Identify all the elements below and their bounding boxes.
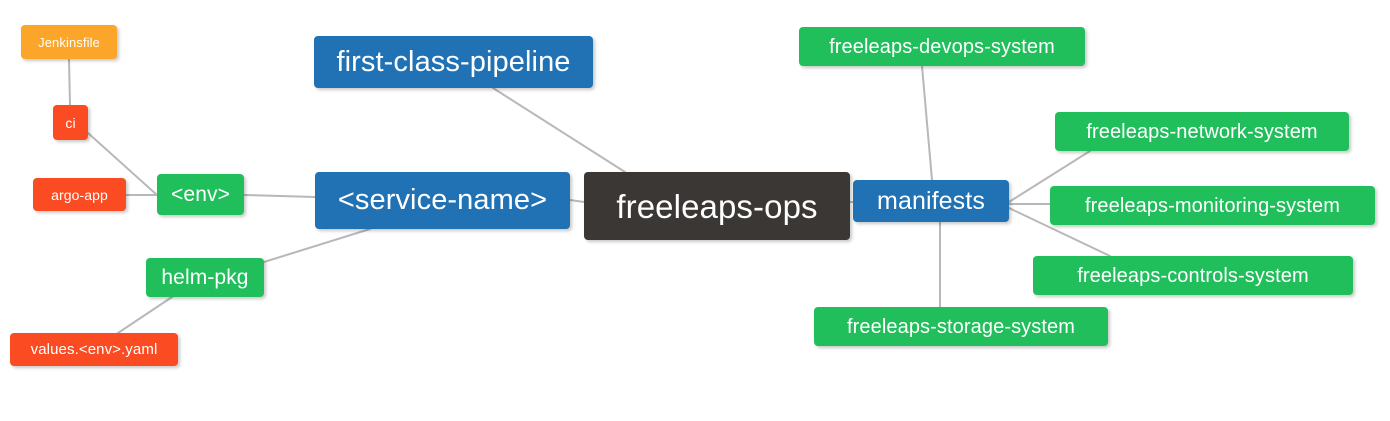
node-label-freeleaps-controls-system: freeleaps-controls-system: [1077, 264, 1309, 287]
node-label-argo-app: argo-app: [51, 186, 108, 203]
mindmap-node-freeleaps-ops[interactable]: freeleaps-ops: [584, 172, 850, 240]
mindmap-node-env[interactable]: <env>: [157, 174, 244, 215]
edge-env-to-service-name: [243, 194, 316, 198]
edge-jenkinsfile-to-ci: [68, 58, 71, 106]
mindmap-node-values-env-yaml[interactable]: values.<env>.yaml: [10, 333, 178, 366]
node-label-ci: ci: [65, 114, 76, 131]
node-label-freeleaps-storage-system: freeleaps-storage-system: [846, 315, 1076, 338]
node-label-service-name: <service-name>: [337, 184, 548, 216]
node-label-manifests: manifests: [877, 186, 985, 215]
mindmap-node-freeleaps-devops-system[interactable]: freeleaps-devops-system: [799, 27, 1085, 66]
mindmap-node-jenkinsfile[interactable]: Jenkinsfile: [21, 25, 117, 59]
edge-helm-pkg-to-values-env-yaml: [117, 296, 173, 334]
node-label-values-env-yaml: values.<env>.yaml: [30, 341, 158, 358]
mindmap-node-ci[interactable]: ci: [53, 105, 88, 140]
node-label-freeleaps-devops-system: freeleaps-devops-system: [829, 35, 1055, 58]
mindmap-node-service-name[interactable]: <service-name>: [315, 172, 570, 229]
mindmap-node-freeleaps-monitoring-system[interactable]: freeleaps-monitoring-system: [1050, 186, 1375, 225]
edge-service-name-to-freeleaps-ops: [569, 199, 585, 203]
node-label-freeleaps-network-system: freeleaps-network-system: [1086, 120, 1318, 143]
node-label-jenkinsfile: Jenkinsfile: [38, 34, 100, 50]
mindmap-node-freeleaps-controls-system[interactable]: freeleaps-controls-system: [1033, 256, 1353, 295]
edge-manifests-to-freeleaps-devops-system: [921, 65, 933, 181]
edge-first-class-pipeline-to-freeleaps-ops: [492, 87, 626, 173]
mindmap-node-freeleaps-network-system[interactable]: freeleaps-network-system: [1055, 112, 1349, 151]
edge-service-name-to-helm-pkg: [263, 228, 371, 263]
node-label-freeleaps-ops: freeleaps-ops: [616, 187, 818, 225]
mindmap-node-manifests[interactable]: manifests: [853, 180, 1009, 222]
node-label-env: <env>: [171, 183, 230, 206]
mindmap-node-argo-app[interactable]: argo-app: [33, 178, 126, 211]
node-label-freeleaps-monitoring-system: freeleaps-monitoring-system: [1084, 194, 1340, 217]
mindmap-node-first-class-pipeline[interactable]: first-class-pipeline: [314, 36, 593, 88]
mindmap-node-helm-pkg[interactable]: helm-pkg: [146, 258, 264, 297]
node-label-helm-pkg: helm-pkg: [161, 266, 249, 289]
node-label-first-class-pipeline: first-class-pipeline: [336, 45, 571, 78]
mindmap-node-freeleaps-storage-system[interactable]: freeleaps-storage-system: [814, 307, 1108, 346]
